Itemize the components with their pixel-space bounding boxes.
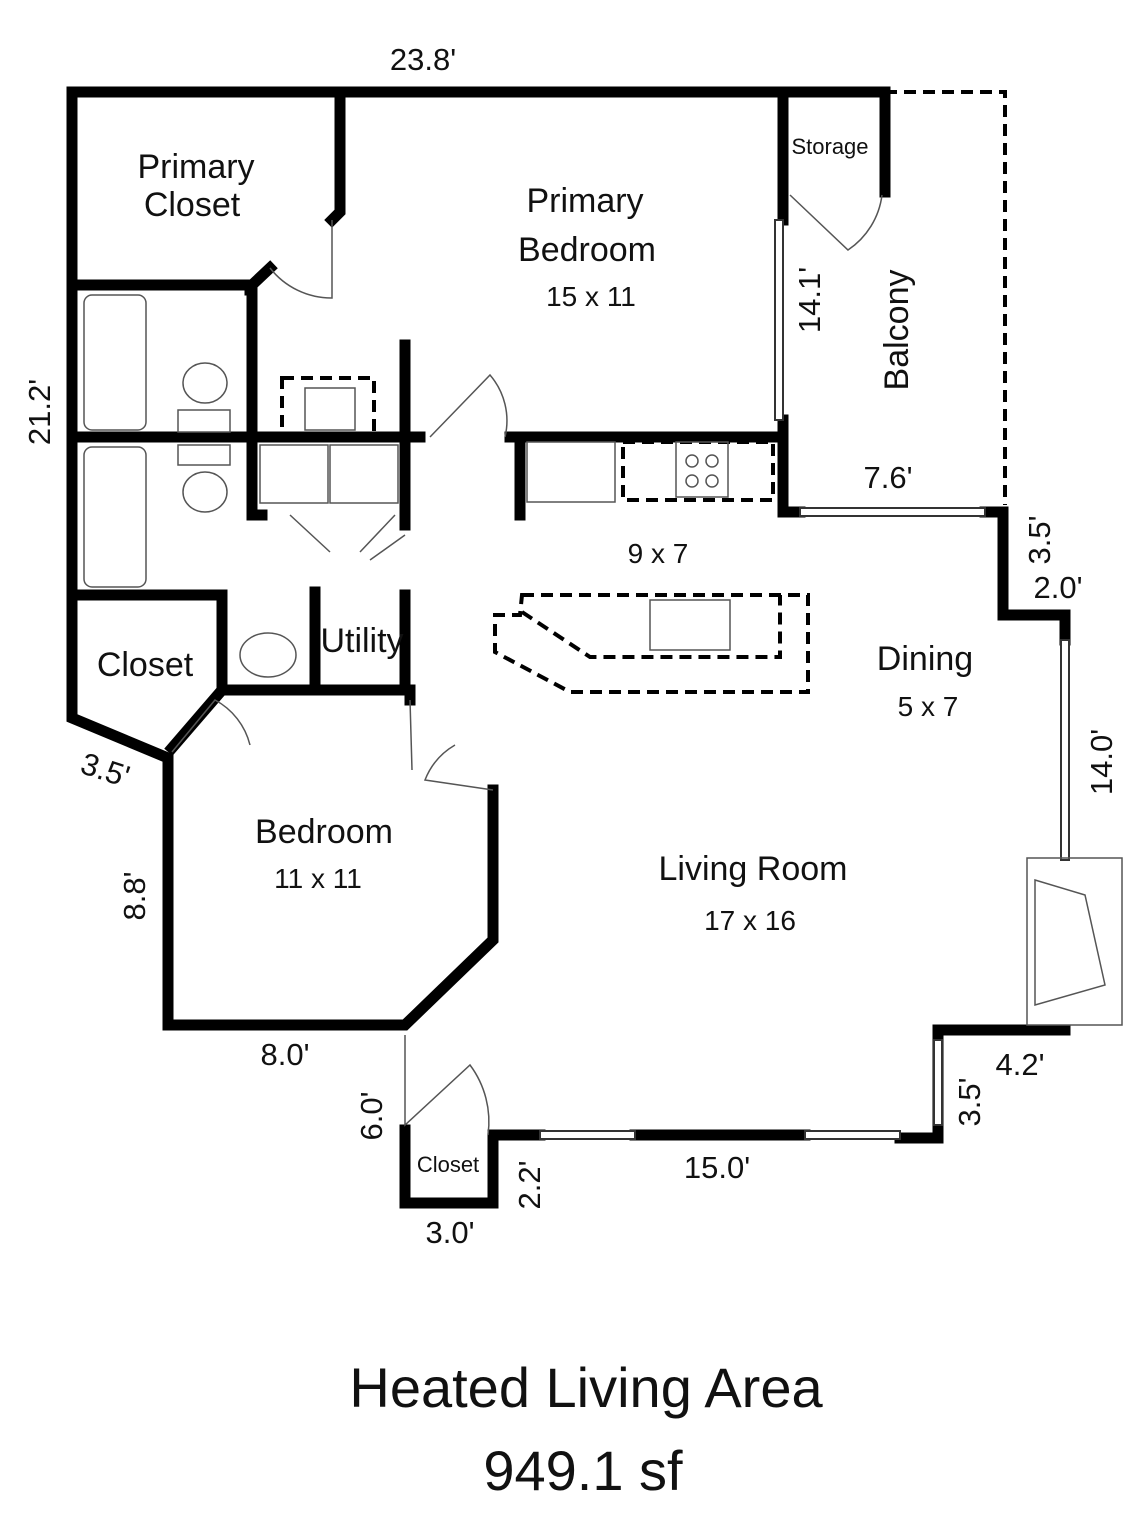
dim-top: 23.8' <box>390 42 456 77</box>
dim-entry: 6.0' <box>354 1091 389 1140</box>
dim-bedroom-diag: 3.5' <box>77 746 134 794</box>
dim-bedroom-left: 8.8' <box>117 871 152 920</box>
dim-closet-width: 3.0' <box>425 1215 474 1250</box>
label-primary-closet-1: Primary <box>137 148 254 186</box>
label-bedroom: Bedroom <box>255 813 393 851</box>
label-closet: Closet <box>97 646 194 684</box>
dim-lower-right-v: 3.5' <box>952 1077 987 1126</box>
dim-balcony-width: 7.6' <box>863 460 912 495</box>
label-dining: Dining <box>877 640 973 678</box>
size-living-room: 17 x 16 <box>704 905 796 936</box>
size-dining: 5 x 7 <box>898 691 959 722</box>
label-utility: Utility <box>320 622 403 660</box>
label-living-room: Living Room <box>659 850 848 888</box>
footer-title: Heated Living Area <box>349 1356 823 1419</box>
windows-doors <box>171 194 1070 1140</box>
label-primary-closet-2: Closet <box>144 186 241 224</box>
dim-lower-right-h: 4.2' <box>995 1047 1044 1082</box>
label-primary-bedroom-1: Primary <box>526 182 643 220</box>
walls <box>66 86 1071 1209</box>
size-kitchen: 9 x 7 <box>628 538 689 569</box>
label-storage: Storage <box>791 134 868 159</box>
label-entry-closet: Closet <box>417 1152 479 1177</box>
size-bedroom: 11 x 11 <box>274 863 362 894</box>
label-primary-bedroom-2: Bedroom <box>518 231 656 269</box>
dim-dining-jog-v: 3.5' <box>1022 515 1057 564</box>
dim-left: 21.2' <box>22 379 57 445</box>
dim-balcony-door: 14.1' <box>792 267 827 333</box>
fixtures <box>83 294 1123 1026</box>
footer-area: 949.1 sf <box>483 1439 683 1502</box>
balcony-outline <box>885 90 1007 505</box>
size-primary-bedroom: 15 x 11 <box>546 281 636 312</box>
label-balcony: Balcony <box>878 270 916 391</box>
dim-bedroom-bottom: 8.0' <box>260 1037 309 1072</box>
dim-closet-depth: 2.2' <box>512 1160 547 1209</box>
dim-dining-jog-h: 2.0' <box>1033 570 1082 605</box>
dim-bottom: 15.0' <box>684 1150 750 1185</box>
dim-right: 14.0' <box>1084 729 1119 795</box>
